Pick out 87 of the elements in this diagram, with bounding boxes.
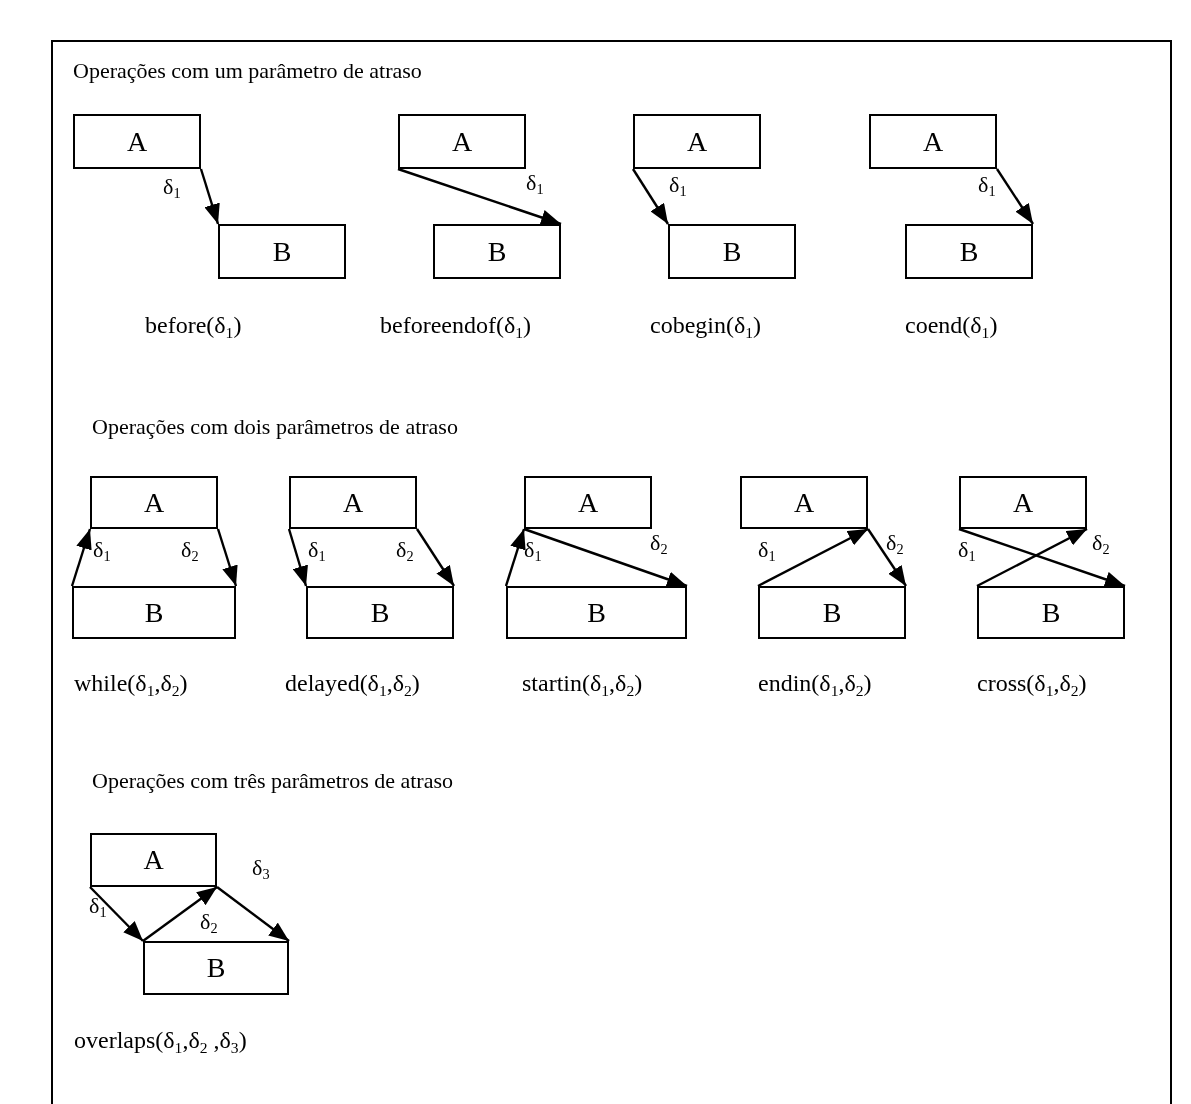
edge-label: δ$_{1}$	[958, 539, 976, 561]
box-label: B	[144, 598, 164, 627]
operation-caption: endin(δ$_{1}$,δ$_{2}$)	[758, 670, 872, 697]
edge-label: δ$_{1}$	[524, 539, 542, 561]
operation-caption: cobegin(δ$_{1}$)	[650, 312, 762, 339]
arrow	[216, 886, 290, 942]
section-heading: Operações com três parâmetros de atraso	[92, 768, 453, 794]
box-label: A	[577, 488, 599, 517]
box-label: B	[959, 237, 979, 266]
process-box	[72, 586, 236, 639]
arrow	[287, 528, 308, 587]
process-box	[398, 114, 526, 169]
process-box	[869, 114, 997, 169]
edge-label: δ$_{1}$	[669, 174, 687, 196]
operation-caption: startin(δ$_{1}$,δ$_{2}$)	[522, 670, 643, 697]
box-label: B	[1041, 598, 1061, 627]
process-box	[633, 114, 761, 169]
box-label: A	[143, 846, 164, 874]
operation-caption: cross(δ$_{1}$,δ$_{2}$)	[977, 670, 1087, 697]
arrow	[216, 528, 238, 587]
edge-label: δ$_{2}$	[886, 532, 904, 554]
operation-caption: coend(δ$_{1}$)	[905, 312, 998, 339]
operation-caption: beforeendof(δ$_{1}$)	[380, 312, 532, 339]
operation-caption: overlaps(δ$_{1}$,δ$_{2}$ ,δ$_{3}$)	[74, 1027, 247, 1054]
process-box	[433, 224, 561, 279]
arrow	[867, 528, 907, 587]
edge-label: δ$_{2}$	[200, 911, 218, 933]
box-label: B	[587, 598, 606, 627]
process-box	[73, 114, 201, 169]
box-label: A	[1012, 488, 1034, 517]
box-label: B	[722, 237, 742, 266]
arrow	[632, 168, 669, 225]
edge-label: δ$_{1}$	[89, 895, 107, 917]
process-box	[90, 833, 217, 887]
edge-label: δ$_{3}$	[252, 857, 270, 879]
box-label: A	[793, 488, 815, 517]
box-label: B	[272, 237, 292, 266]
process-box	[143, 941, 289, 995]
section-heading: Operações com um parâmetro de atraso	[73, 58, 422, 84]
box-label: A	[686, 127, 708, 156]
arrow	[958, 527, 1126, 588]
box-label: B	[487, 237, 507, 266]
arrow	[757, 527, 869, 588]
process-box	[758, 586, 906, 639]
process-box	[668, 224, 796, 279]
edge-label: δ$_{2}$	[396, 539, 414, 561]
arrow	[504, 528, 526, 587]
box-label: A	[126, 127, 148, 156]
arrow	[89, 886, 144, 942]
process-box	[959, 476, 1087, 529]
box-label: A	[451, 127, 473, 156]
arrow	[397, 167, 562, 226]
arrow	[199, 168, 220, 225]
arrow	[523, 527, 688, 588]
operation-caption: delayed(δ$_{1}$,δ$_{2}$)	[285, 670, 420, 697]
edge-label: δ$_{2}$	[1092, 532, 1110, 554]
edge-label: δ$_{1}$	[308, 539, 326, 561]
arrow	[996, 168, 1034, 225]
edge-label: δ$_{1}$	[163, 176, 181, 198]
process-box	[977, 586, 1125, 639]
process-box	[524, 476, 652, 529]
process-box	[218, 224, 346, 279]
box-label: B	[822, 598, 842, 627]
process-box	[740, 476, 868, 529]
section-heading: Operações com dois parâmetros de atraso	[92, 414, 458, 440]
edge-label: δ$_{2}$	[181, 539, 199, 561]
process-box	[289, 476, 417, 529]
arrow	[976, 527, 1088, 588]
process-box	[506, 586, 687, 639]
process-box	[905, 224, 1033, 279]
arrow	[142, 886, 218, 942]
box-label: A	[342, 488, 364, 517]
process-box	[90, 476, 218, 529]
edge-label: δ$_{1}$	[978, 174, 996, 196]
edge-label: δ$_{1}$	[526, 172, 544, 194]
box-label: A	[143, 488, 165, 517]
edge-label: δ$_{1}$	[93, 539, 111, 561]
box-label: A	[922, 127, 944, 156]
edge-label: δ$_{1}$	[758, 539, 776, 561]
arrow	[70, 528, 92, 587]
process-box	[306, 586, 454, 639]
arrow	[416, 528, 455, 587]
edge-label: δ$_{2}$	[650, 532, 668, 554]
box-label: B	[206, 954, 226, 982]
box-label: B	[370, 598, 390, 627]
operation-caption: while(δ$_{1}$,δ$_{2}$)	[74, 670, 188, 697]
operation-caption: before(δ$_{1}$)	[145, 312, 242, 339]
